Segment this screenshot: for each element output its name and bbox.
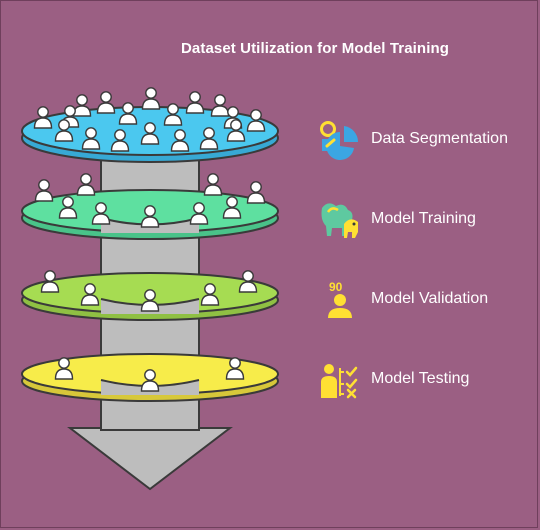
person-icon (72, 94, 92, 117)
legend-label: Model Testing (371, 370, 470, 387)
legend-item-model-validation: 90 Model Validation (318, 278, 533, 322)
legend-label: Model Validation (371, 290, 489, 307)
model-validation-icon: 90 (328, 280, 352, 318)
legend-label: Model Training (371, 210, 476, 227)
data-segmentation-icon (320, 121, 359, 160)
validation-score-text: 90 (329, 280, 343, 294)
legend-item-model-training: Model Training (318, 198, 533, 242)
diagram-title: Dataset Utilization for Model Training (181, 40, 449, 57)
person-icon (203, 173, 223, 196)
legend-item-model-testing: Model Testing (318, 358, 533, 402)
model-training-icon (321, 203, 358, 238)
person-icon (34, 179, 54, 202)
legend-item-data-segmentation: Data Segmentation (318, 118, 533, 162)
person-icon (76, 173, 96, 196)
model-testing-icon (321, 364, 358, 399)
person-icon (210, 94, 230, 117)
person-icon (246, 181, 266, 204)
person-icon (141, 87, 161, 110)
legend-label: Data Segmentation (371, 130, 508, 147)
person-icon (185, 91, 205, 114)
arrow-head (67, 427, 233, 491)
person-icon (96, 91, 116, 114)
